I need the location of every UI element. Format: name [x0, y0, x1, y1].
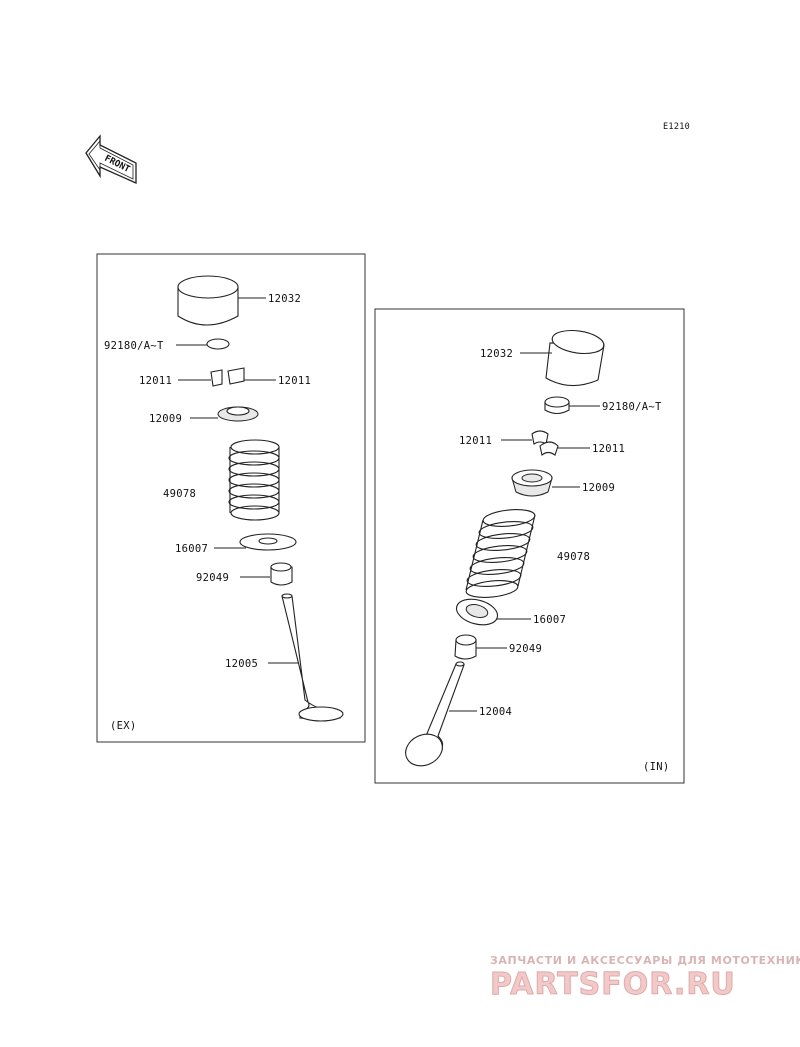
in-label-spring: 49078	[557, 551, 590, 563]
in-label-cotter-left: 12011	[459, 435, 492, 447]
ex-label-valve: 12005	[225, 658, 258, 670]
in-valve-cotters	[531, 430, 559, 456]
ex-label-lifter: 12032	[268, 293, 301, 305]
ex-label-retainer: 12009	[149, 413, 182, 425]
in-label-cotter-right: 12011	[592, 443, 625, 455]
in-valve-lifter	[545, 329, 605, 387]
in-label-valve: 12004	[479, 706, 512, 718]
in-label-seat: 16007	[533, 614, 566, 626]
ex-panel-frame	[96, 253, 366, 743]
site-watermark: ЗАПЧАСТИ И АКСЕССУАРЫ ДЛЯ МОТОТЕХНИКИ PA…	[490, 954, 800, 1003]
intake-panel: 12032 92180/A~T 12011 12011 12009	[374, 308, 685, 784]
in-label-lifter: 12032	[480, 348, 513, 360]
in-spring-seat	[455, 598, 499, 626]
in-spring-retainer	[511, 469, 553, 497]
in-valve	[405, 661, 465, 767]
ex-valve-lifter	[177, 275, 239, 326]
in-label-shim: 92180/A~T	[602, 401, 662, 413]
in-valve-spring	[465, 509, 536, 598]
exhaust-panel: 12032 92180/A~T 12011 12011 12009	[96, 253, 366, 743]
in-stem-seal	[454, 634, 477, 660]
ex-label-cotter-right: 12011	[278, 375, 311, 387]
ex-stem-seal	[270, 562, 293, 586]
ex-valve	[281, 593, 344, 722]
in-shim	[544, 396, 570, 415]
ex-label-cotter-left: 12011	[139, 375, 172, 387]
in-label-seal: 92049	[509, 643, 542, 655]
in-label-retainer: 12009	[582, 482, 615, 494]
in-panel-frame	[374, 308, 685, 784]
ex-spring-retainer	[217, 406, 259, 422]
watermark-logo: PARTSFOR.RU	[490, 967, 736, 1002]
ex-label-seal: 92049	[196, 572, 229, 584]
ex-spring-seat	[239, 533, 297, 551]
in-panel-tag: (IN)	[643, 761, 670, 773]
ex-panel-tag: (EX)	[110, 720, 137, 732]
ex-valve-spring	[228, 439, 280, 521]
ex-label-shim: 92180/A~T	[104, 340, 164, 352]
front-arrow-icon: FRONT	[85, 134, 137, 185]
ex-label-seat: 16007	[175, 543, 208, 555]
ex-label-spring: 49078	[163, 488, 196, 500]
ex-valve-cotters	[210, 367, 245, 387]
ex-shim	[206, 338, 230, 350]
diagram-code: E1210	[663, 122, 690, 132]
watermark-tagline: ЗАПЧАСТИ И АКСЕССУАРЫ ДЛЯ МОТОТЕХНИКИ	[490, 954, 800, 967]
